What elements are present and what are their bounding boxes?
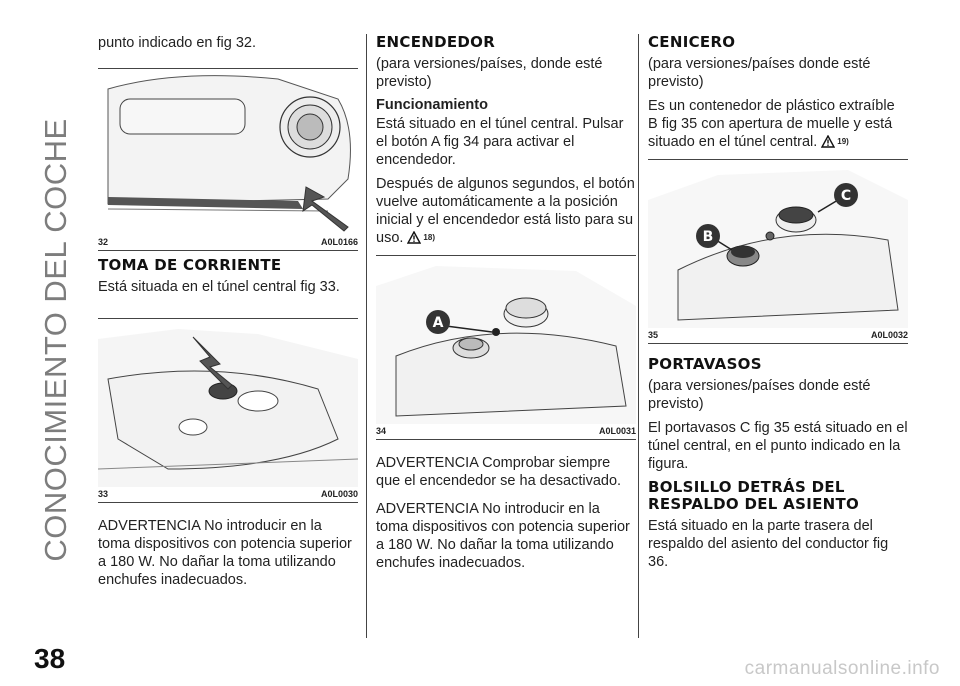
- heading-encendedor: ENCENDEDOR: [376, 33, 496, 51]
- heading-cenicero: CENICERO: [648, 33, 736, 51]
- ashtray-cupholder-illustration: B C: [648, 170, 908, 328]
- figure-34: A 34 A0L0031: [376, 255, 636, 440]
- figure-caption: 32 A0L0166: [98, 235, 358, 251]
- intro-text: punto indicado en fig 32.: [98, 35, 257, 51]
- callout-label-c: C: [841, 188, 851, 204]
- figure-35: B C 35 A0L0032: [648, 159, 908, 344]
- column-1: punto indicado en fig 32. 32 A0L0166 TOM…: [98, 34, 358, 595]
- heading-toma-de-corriente: TOMA DE CORRIENTE: [98, 256, 282, 274]
- encendedor-p2-text: Después de algunos segundos, el botón vu…: [376, 176, 635, 246]
- cenicero-p1: Es un contenedor de plástico extraíble B…: [648, 97, 908, 151]
- dashboard-illustration: [107, 75, 351, 232]
- figure-code: A0L0030: [320, 489, 358, 499]
- heading-bolsillo: BOLSILLO DETRÁS DEL RESPALDO DEL ASIENTO: [648, 478, 860, 513]
- figure-number: 32: [98, 237, 109, 247]
- encendedor-p1: Está situado en el túnel central. Pulsar…: [376, 116, 624, 168]
- figure-32: 32 A0L0166: [98, 68, 358, 251]
- watermark: carmanualsonline.info: [744, 658, 940, 679]
- figure-caption: 35 A0L0032: [648, 328, 908, 344]
- cenicero-p1-text: Es un contenedor de plástico extraíble B…: [648, 98, 895, 150]
- figure-caption: 34 A0L0031: [376, 424, 636, 440]
- portavasos-text: El portavasos C fig 35 está situado en e…: [648, 420, 908, 472]
- callout-label-a: A: [433, 315, 444, 331]
- warning-triangle-icon: [407, 231, 422, 244]
- warning-text-1: ADVERTENCIA Comprobar siempre que el enc…: [376, 455, 622, 489]
- figure-code: A0L0032: [870, 330, 908, 340]
- toma-text: Está situada en el túnel central fig 33.: [98, 279, 340, 295]
- figure-number: 33: [98, 489, 109, 499]
- figure-number: 35: [648, 330, 659, 340]
- portavasos-subtitle: (para versiones/países donde esté previs…: [648, 378, 871, 412]
- callout-label-b: B: [703, 229, 714, 245]
- bolsillo-text: Está situado en la parte trasera del res…: [648, 518, 889, 570]
- column-3: CENICERO (para versiones/países donde es…: [648, 34, 908, 577]
- figure-caption: 33 A0L0030: [98, 487, 358, 503]
- cenicero-subtitle: (para versiones/países donde esté previs…: [648, 56, 871, 90]
- lighter-illustration: A: [376, 266, 636, 424]
- footnote-ref: 18): [423, 233, 435, 242]
- central-tunnel-illustration: [98, 329, 358, 487]
- figure-code: A0L0031: [598, 426, 636, 436]
- figure-number: 34: [376, 426, 387, 436]
- warning-text: ADVERTENCIA No introducir en la toma dis…: [98, 518, 352, 588]
- column-divider: [638, 34, 639, 638]
- section-title: CONOCIMIENTO DEL COCHE: [38, 118, 73, 562]
- encendedor-subtitle: (para versiones/países, donde esté previ…: [376, 56, 603, 90]
- heading-portavasos: PORTAVASOS: [648, 355, 762, 373]
- page-number: 38: [34, 643, 66, 674]
- warning-triangle-icon: [821, 135, 836, 148]
- encendedor-p2: Después de algunos segundos, el botón vu…: [376, 175, 636, 247]
- column-divider: [366, 34, 367, 638]
- subheading-funcionamiento: Funcionamiento: [376, 97, 488, 113]
- figure-code: A0L0166: [320, 237, 358, 247]
- footnote-ref: 19): [837, 137, 849, 146]
- figure-33: 33 A0L0030: [98, 318, 358, 503]
- column-2: ENCENDEDOR (para versiones/países, donde…: [376, 34, 636, 578]
- warning-text-2: ADVERTENCIA No introducir en la toma dis…: [376, 501, 630, 571]
